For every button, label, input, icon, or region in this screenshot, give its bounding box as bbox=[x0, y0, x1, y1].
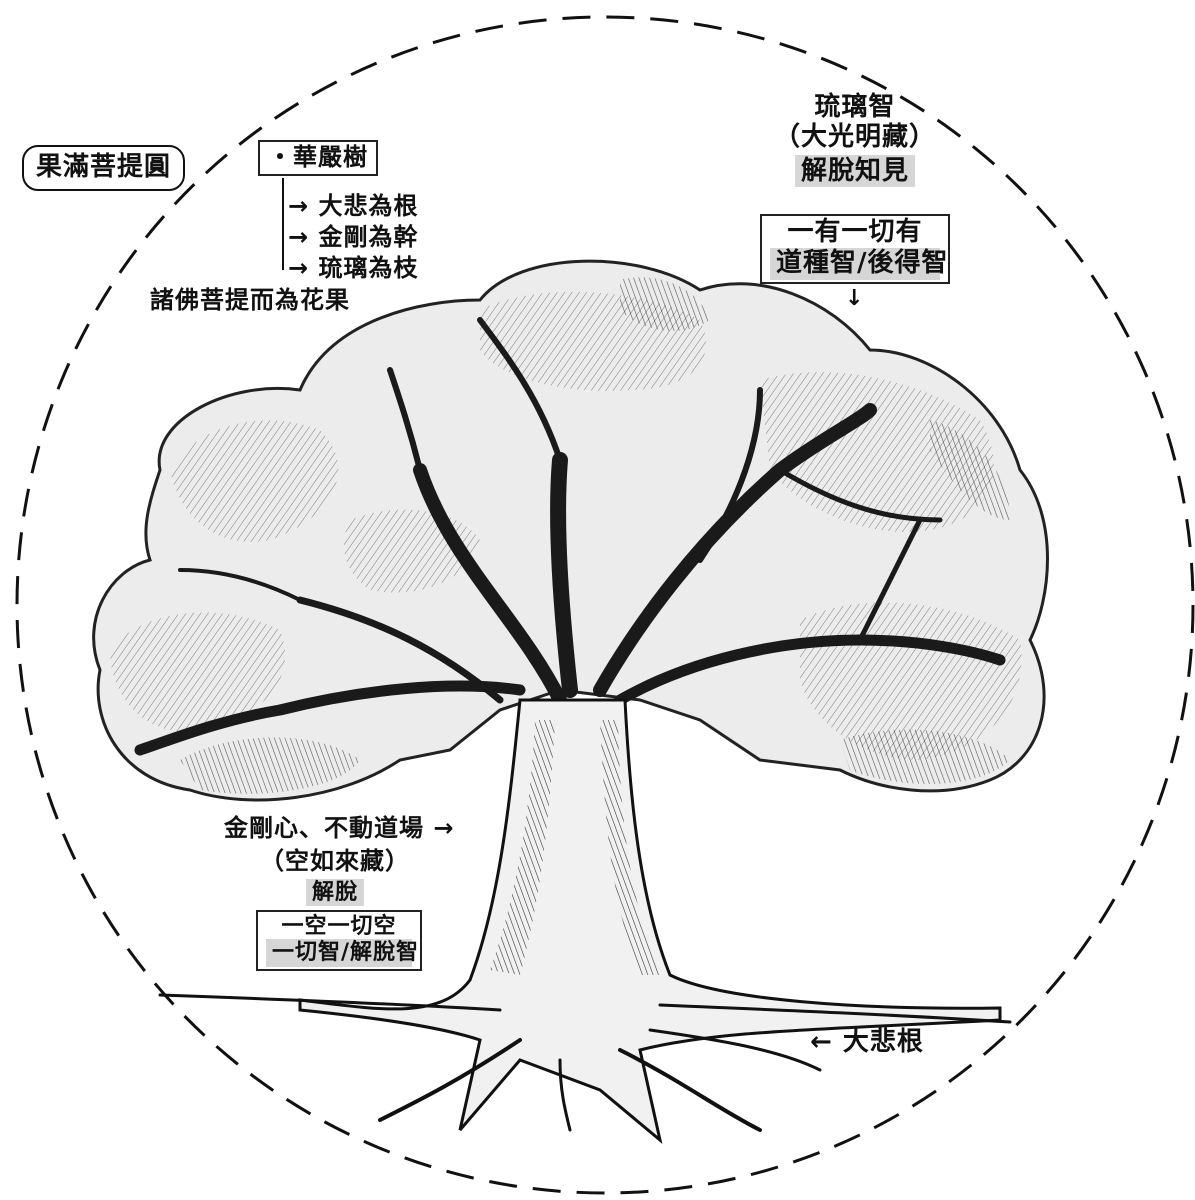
tree-part-row: → 金剛為幹 bbox=[288, 224, 418, 252]
tree-part-branches: 琉璃為枝 bbox=[318, 254, 418, 282]
left-arrow-icon: ← bbox=[810, 1027, 833, 1057]
trunk-label-box: 一空一切空 一切智/解脫智 bbox=[256, 910, 422, 971]
trunk-box-line2: 一切智/解脫智 bbox=[266, 939, 412, 966]
trunk-label-line3: 解脫 bbox=[306, 879, 364, 906]
title-pill-text: 果滿菩提圓 bbox=[36, 152, 171, 182]
right-arrow-icon: → bbox=[433, 814, 454, 842]
tree-part-row: → 琉璃為枝 bbox=[288, 255, 418, 283]
tree-part-row: → 大悲為根 bbox=[288, 193, 418, 221]
root-label: ← 大悲根 bbox=[810, 1028, 924, 1058]
right-top-line3: 解脫知見 bbox=[795, 155, 915, 187]
trunk-label-line2: （空如來藏） bbox=[240, 848, 430, 876]
fruit-line: 諸佛菩提而為花果 bbox=[150, 287, 350, 315]
right-arrow-icon: → bbox=[288, 192, 318, 220]
right-arrow-icon: → bbox=[288, 254, 318, 282]
trunk-label-line3-wrap: 解脫 bbox=[240, 880, 430, 905]
bracket-vertical-line bbox=[282, 178, 284, 270]
trunk-label-line1-row: 金剛心、不動道場 → bbox=[224, 815, 454, 843]
title-pill: 果滿菩提圓 bbox=[22, 145, 185, 191]
trunk-label-line1: 金剛心、不動道場 bbox=[224, 814, 424, 842]
trunk-box-line1: 一空一切空 bbox=[266, 914, 412, 939]
tree-part-root: 大悲為根 bbox=[318, 192, 418, 220]
tree-part-trunk: 金剛為幹 bbox=[318, 223, 418, 251]
root-label-text: 大悲根 bbox=[843, 1027, 924, 1057]
right-top-box-line1: 一有一切有 bbox=[770, 218, 940, 248]
right-top-box-line2: 道種智/後得智 bbox=[770, 248, 940, 280]
right-top-label: 琉璃智 （大光明藏） 解脫知見 bbox=[760, 93, 950, 187]
right-top-line2: （大光明藏） bbox=[760, 123, 950, 153]
down-arrow-icon: ↓ bbox=[845, 286, 864, 311]
tree-head-text: ・華嚴樹 bbox=[268, 143, 368, 171]
right-top-line1: 琉璃智 bbox=[760, 93, 950, 123]
tree-head-box: ・華嚴樹 bbox=[258, 140, 378, 176]
right-arrow-icon: → bbox=[288, 223, 318, 251]
right-top-box: 一有一切有 道種智/後得智 bbox=[760, 214, 950, 284]
